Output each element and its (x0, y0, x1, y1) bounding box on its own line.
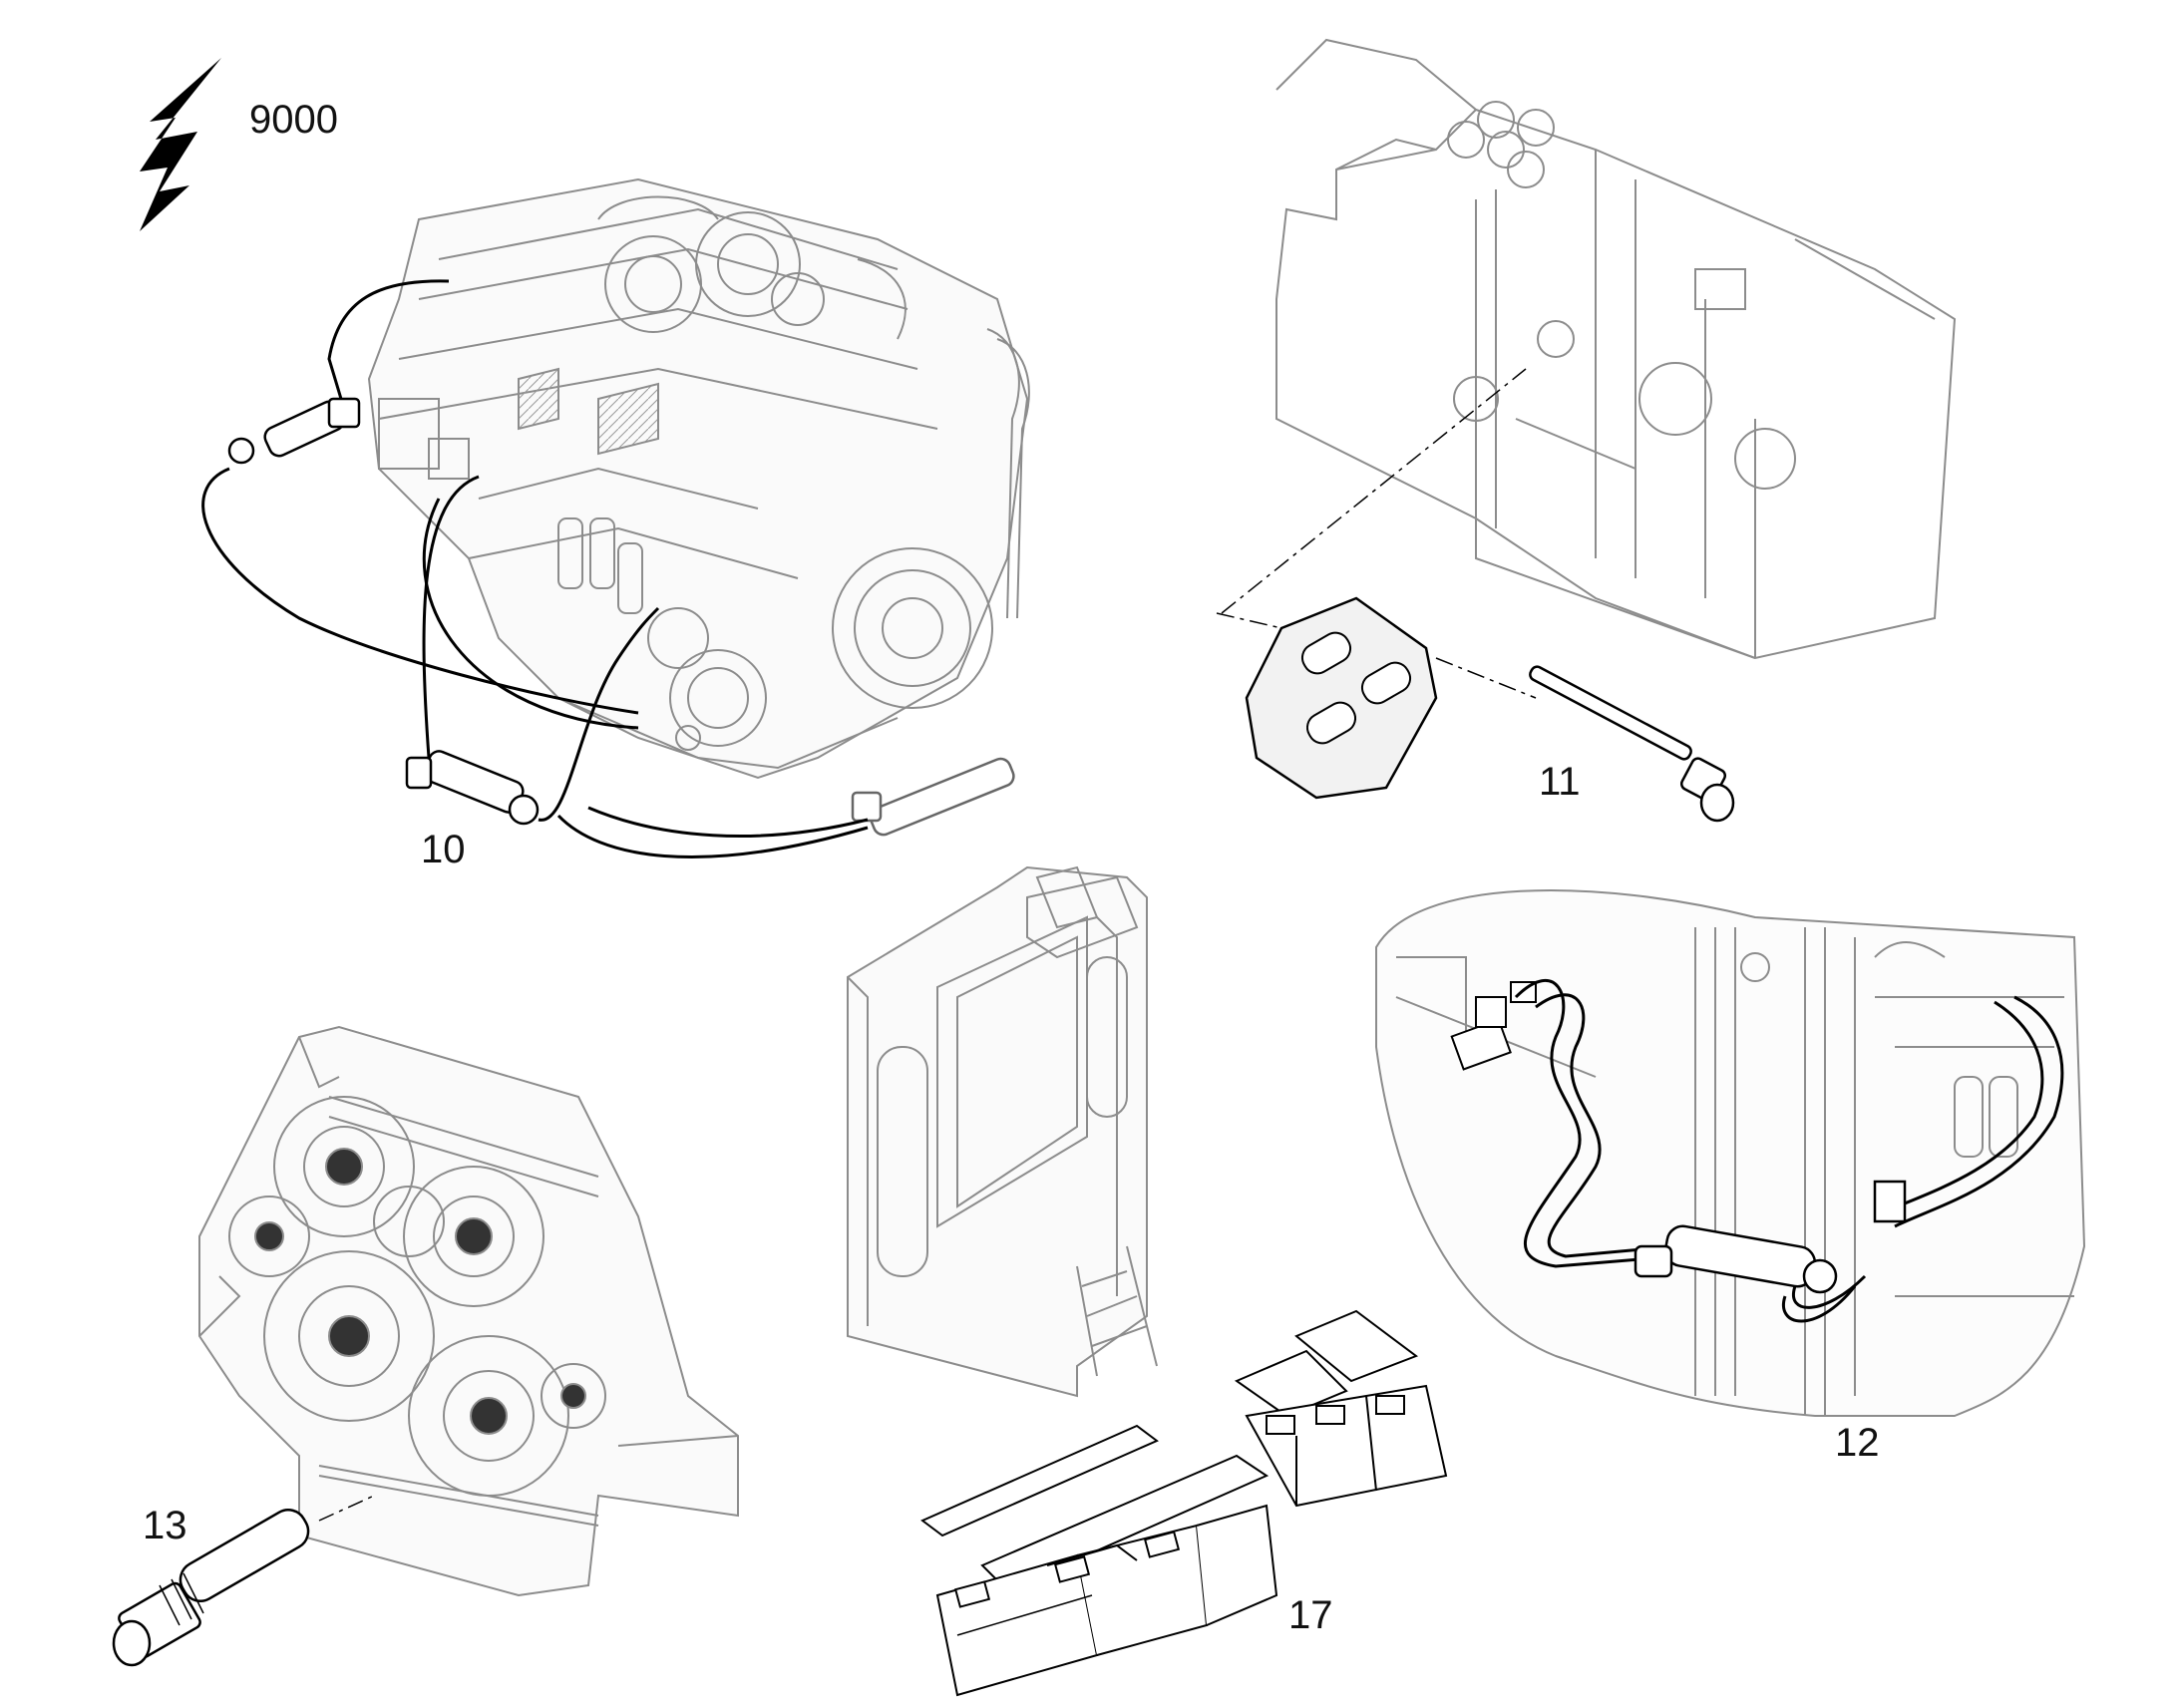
lightning-bolt-arrow-icon (140, 58, 221, 231)
immersion-heater-rod (1529, 665, 1735, 823)
callout-item-12: 12 (1835, 1421, 1880, 1465)
heater-cables (201, 279, 869, 859)
cabinet-housing (1275, 38, 1957, 660)
callout-item-17: 17 (1288, 1593, 1333, 1637)
symbol-code-label: 9000 (249, 98, 338, 142)
gearbox-leader-line (318, 1495, 375, 1522)
gearbox-housing (198, 1025, 739, 1597)
heater-flange-plate (1216, 368, 1537, 800)
detail-view-installation (1375, 888, 2086, 1417)
callout-item-11: 11 (1539, 760, 1581, 804)
callout-item-10: 10 (421, 828, 466, 871)
engine-assembly (367, 177, 1030, 780)
coolant-heater-elements (227, 397, 1015, 837)
battery-pack (920, 1309, 1448, 1697)
callout-item-13: 13 (143, 1504, 187, 1547)
gearbox-immersion-heater (112, 1509, 310, 1667)
battery-cabinet (847, 865, 1158, 1398)
